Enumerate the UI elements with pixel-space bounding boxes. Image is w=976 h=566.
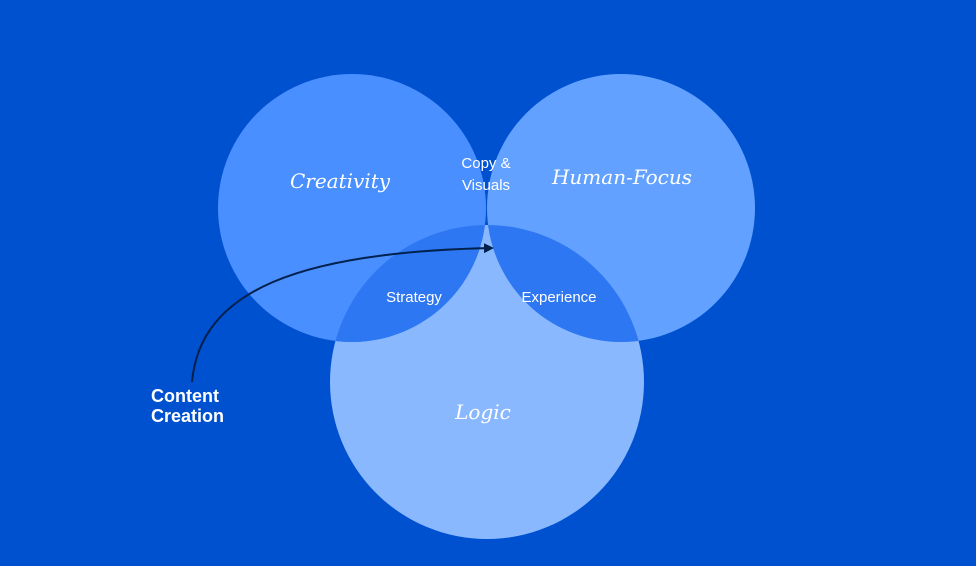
copy-visuals-label-line1: Copy & [461, 155, 510, 172]
experience-label: Experience [521, 289, 596, 306]
logic-label: Logic [454, 400, 511, 424]
strategy-label: Strategy [386, 289, 442, 306]
creativity-label: Creativity [290, 169, 391, 193]
content-creation-label-line2: Creation [151, 406, 224, 426]
experience-region [487, 225, 644, 342]
copy-visuals-label-line2: Visuals [462, 177, 510, 194]
content-creation-label-line1: Content [151, 386, 219, 406]
human-focus-label: Human-Focus [551, 165, 692, 189]
content-creation-arrow [191, 243, 494, 383]
strategy-region [330, 225, 486, 342]
